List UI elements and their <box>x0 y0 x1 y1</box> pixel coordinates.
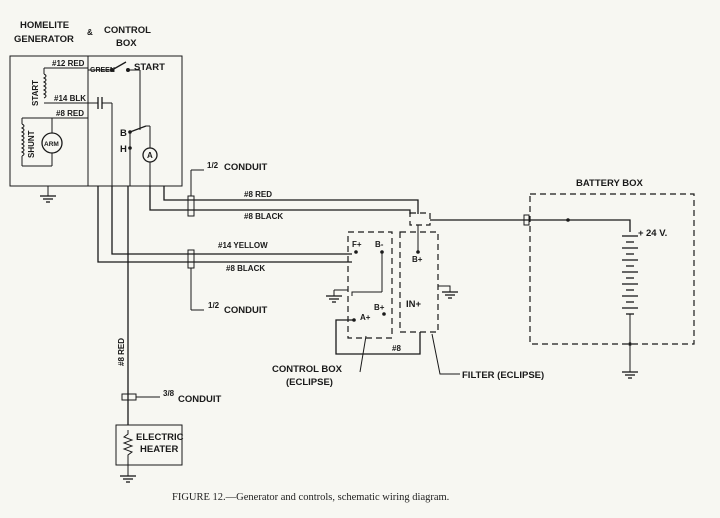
battery-box-entry <box>523 214 530 226</box>
cb-ground-lead <box>351 291 382 296</box>
wire-8-red-vertical-label: #8 RED <box>117 338 126 366</box>
filter-eclipse-label: FILTER (ECLIPSE) <box>462 370 544 381</box>
wire-to-battery-positive <box>430 219 631 232</box>
filter-eclipse-enclosure <box>399 231 439 333</box>
start-coil-label: START <box>31 80 40 106</box>
start-coil-symbol <box>42 68 47 99</box>
ampersand: & <box>87 28 93 37</box>
heater-label-line1: ELECTRIC <box>136 432 184 443</box>
wire-12-red-label: #12 RED <box>52 59 85 68</box>
b-terminal-label: B <box>120 128 127 139</box>
wire-8-black-main-label: #8 BLACK <box>244 212 283 221</box>
filter-ground-lead <box>438 285 451 292</box>
wire-8-black-main <box>149 186 411 214</box>
control-box-title-line1: CONTROL <box>104 25 151 36</box>
figure-caption: FIGURE 12.—Generator and controls, schem… <box>172 492 449 503</box>
armature-label: ARM <box>44 141 59 148</box>
heater-label-line2: HEATER <box>140 444 178 455</box>
bh-switch-symbol <box>128 125 150 186</box>
generator-title-line2: GENERATOR <box>14 34 74 45</box>
conduit-38-label: CONDUIT <box>178 394 221 405</box>
wire-8-small-label: #8 <box>392 344 401 353</box>
wire-8-black-lower-label: #8 BLACK <box>226 264 265 273</box>
wire-8-red-main <box>163 186 419 214</box>
wire-8-black-lower <box>97 186 352 263</box>
conduit-half-top-label: CONDUIT <box>224 162 267 173</box>
control-box-eclipse-label-line1: CONTROL BOX <box>272 364 343 375</box>
ground-icon-control-box <box>326 289 348 303</box>
ground-icon-filter <box>442 291 458 299</box>
battery-voltage-label: 24 V. <box>646 228 667 239</box>
ground-icon-battery <box>622 371 638 379</box>
ground-icon-generator <box>40 195 56 203</box>
filter-bplus-label: B+ <box>412 255 423 264</box>
fplus-terminal <box>354 250 358 254</box>
conduit-half-mid-label: CONDUIT <box>224 305 267 316</box>
control-box-eclipse-leader <box>359 335 367 373</box>
filter-inplus-label: IN+ <box>406 299 422 310</box>
conduit-half-top-fraction: 1/2 <box>207 161 219 170</box>
wire-14-yellow <box>111 186 352 255</box>
junction-box <box>409 212 431 226</box>
h-terminal-label: H <box>120 144 127 155</box>
wire-8-red-main-label: #8 RED <box>244 190 272 199</box>
wire-8-red-small-label: #8 RED <box>56 109 84 118</box>
battery-box-exit-dot <box>628 342 632 346</box>
capacitor-symbol <box>88 97 112 109</box>
filter-bplus-terminal <box>416 250 420 254</box>
battery-box-enclosure <box>529 193 695 345</box>
start-switch-symbol <box>88 61 141 130</box>
ground-icon-heater <box>120 475 136 483</box>
electric-heater-box <box>115 424 183 466</box>
battery-junction-dot <box>566 218 570 222</box>
wire-8-cb-to-filter <box>335 319 421 355</box>
aplus-terminal-label: A+ <box>360 313 371 322</box>
battery-symbol <box>622 235 638 315</box>
conduit-38-symbol <box>121 393 137 401</box>
shunt-coil-label: SHUNT <box>27 130 36 158</box>
battery-box-label: BATTERY BOX <box>576 178 644 189</box>
heater-element-icon <box>122 430 134 465</box>
conduit-half-mid-symbol <box>187 249 195 269</box>
control-box-title-line2: BOX <box>116 38 137 49</box>
bminus-terminal-label: B- <box>375 240 384 249</box>
generator-enclosure <box>9 55 183 187</box>
conduit-half-mid-fraction: 1/2 <box>208 301 220 310</box>
control-box-eclipse-enclosure <box>347 231 393 339</box>
shunt-coil-symbol <box>20 118 25 166</box>
filter-eclipse-leader <box>431 333 460 375</box>
ammeter-label: A <box>147 151 153 160</box>
plus-sign: + <box>638 228 644 239</box>
bplus-cb-terminal <box>382 312 386 316</box>
wire-14-yellow-label: #14 YELLOW <box>218 241 268 250</box>
fplus-terminal-label: F+ <box>352 240 362 249</box>
conduit-38-fraction: 3/8 <box>163 389 175 398</box>
start-switch-label: START <box>134 62 165 73</box>
conduit-half-top-symbol <box>187 195 195 217</box>
bplus-cb-terminal-label: B+ <box>374 303 385 312</box>
wire-14-blk-label: #14 BLK <box>54 94 86 103</box>
control-box-eclipse-label-line2: (ECLIPSE) <box>286 377 333 388</box>
generator-title-line1: HOMELITE <box>20 20 69 31</box>
